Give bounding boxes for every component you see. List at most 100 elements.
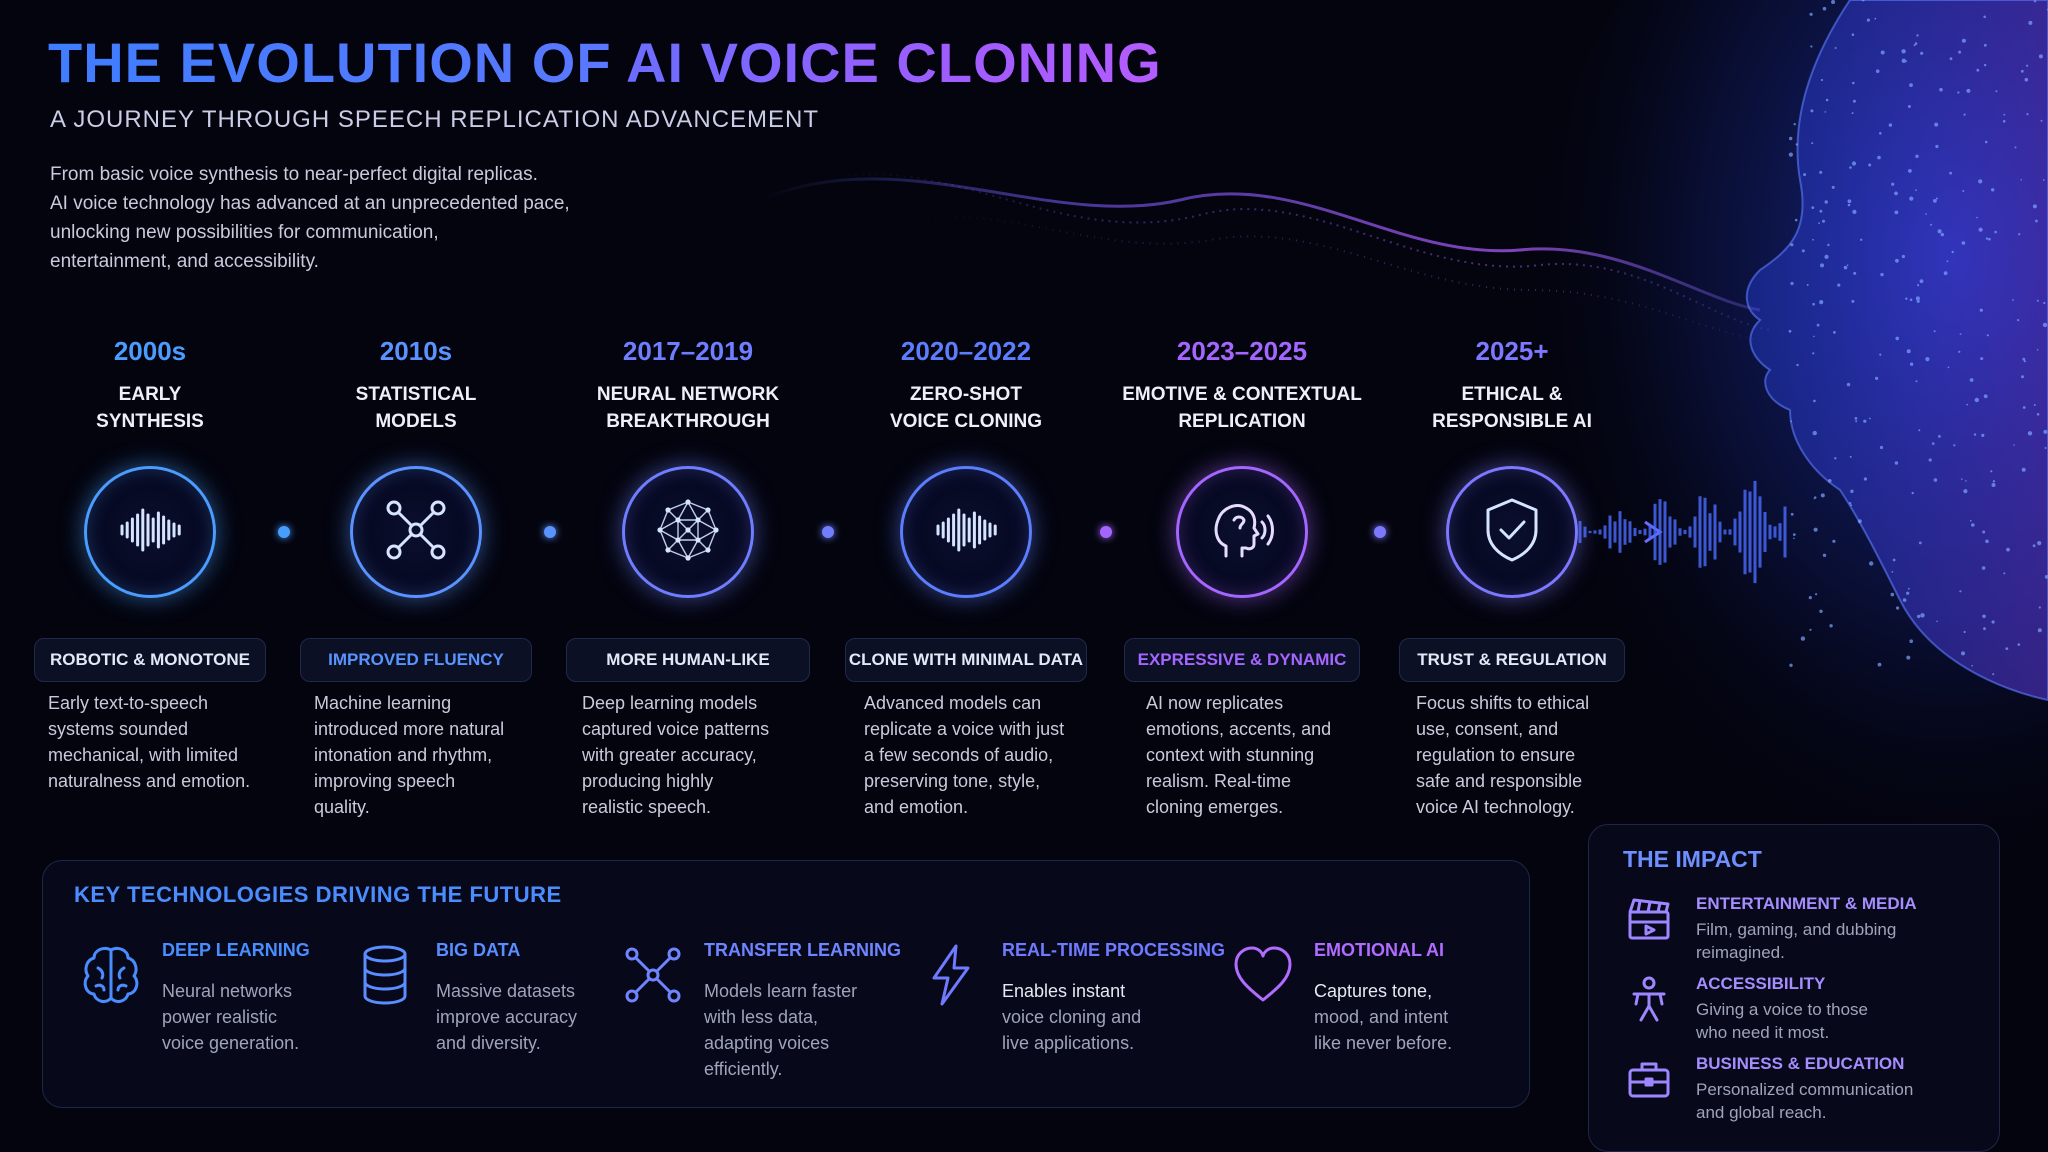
era-description-line: regulation to ensure	[1416, 745, 1576, 765]
era-year: 2023–2025	[1176, 336, 1308, 366]
intro-line: From basic voice synthesis to near-perfe…	[50, 164, 538, 185]
era-description-line: introduced more natural	[314, 719, 505, 739]
shield-check-icon	[1472, 490, 1552, 575]
key-technology-description-line: Models learn faster	[704, 981, 858, 1001]
era-label-line: SYNTHESIS	[96, 411, 204, 432]
key-technology-description-line: and diversity.	[436, 1033, 541, 1053]
era-description-line: captured voice patterns	[582, 719, 770, 739]
title-part-2: AI VOICE CLONING	[626, 31, 1162, 94]
era-description-line: context with stunning	[1146, 745, 1315, 765]
era-description-line: emotions, accents, and	[1146, 719, 1332, 739]
era-label-line: EARLY	[118, 384, 182, 405]
key-technology-description-line: Neural networks	[162, 981, 293, 1001]
timeline-node	[84, 466, 216, 598]
era-description-line: safe and responsible	[1416, 771, 1583, 791]
impact-item-description-line: who need it most.	[1696, 1023, 1830, 1042]
era-year: 2000s	[113, 336, 187, 366]
title-part-1: THE EVOLUTION OF	[48, 31, 612, 94]
key-technology-description-line: efficiently.	[704, 1059, 783, 1079]
key-technology-description-line: adapting voices	[704, 1033, 830, 1053]
era-label-line: MODELS	[375, 411, 457, 432]
brain-icon	[76, 940, 146, 1010]
person-icon	[1624, 974, 1674, 1024]
impact-item-description-line: and global reach.	[1696, 1103, 1827, 1122]
timeline-node	[900, 466, 1032, 598]
era-label-line: ZERO-SHOT	[910, 384, 1022, 405]
key-technologies-title: KEY TECHNOLOGIES DRIVING THE FUTURE	[74, 882, 562, 907]
era-description-line: quality.	[314, 797, 370, 817]
key-technology-description-line: power realistic	[162, 1007, 278, 1027]
impact-item-description-line: Giving a voice to those	[1696, 1000, 1868, 1019]
waveform-icon	[110, 490, 190, 575]
era-description-line: with greater accuracy,	[582, 745, 757, 765]
intro-line: unlocking new possibilities for communic…	[50, 222, 439, 243]
era-description-line: realism. Real-time	[1146, 771, 1292, 791]
era-label-line: EMOTIVE & CONTEXTUAL	[1122, 384, 1362, 405]
impact-item-title: ENTERTAINMENT & MEDIA	[1696, 894, 1917, 913]
neural-mesh-icon	[648, 490, 728, 575]
era-description-line: preserving tone, style,	[864, 771, 1041, 791]
key-technology-title: BIG DATA	[436, 940, 521, 960]
key-technology-description-line: live applications.	[1002, 1033, 1135, 1053]
page-title: THE EVOLUTION OF AI VOICE CLONING	[48, 30, 1162, 95]
intro-line: entertainment, and accessibility.	[50, 251, 319, 272]
key-technology-description-line: improve accuracy	[436, 1007, 578, 1027]
era-description-line: and emotion.	[864, 797, 969, 817]
clapperboard-icon	[1624, 894, 1674, 944]
key-technology-title: EMOTIONAL AI	[1314, 940, 1444, 960]
impact-item: BUSINESS & EDUCATION Personalized communi…	[1624, 1054, 1984, 1124]
era-badge: MORE HUMAN-LIKE	[566, 638, 810, 682]
era-description-line: use, consent, and	[1416, 719, 1559, 739]
era-badge: EXPRESSIVE & DYNAMIC	[1124, 638, 1360, 682]
era-description-line: systems sounded	[48, 719, 189, 739]
era-badge: CLONE WITH MINIMAL DATA	[845, 638, 1087, 682]
impact-item-title: BUSINESS & EDUCATION	[1696, 1054, 1905, 1073]
era-year: 2025+	[1475, 336, 1549, 366]
era-label: EARLY SYNTHESIS	[10, 381, 290, 435]
key-technology-description-line: Captures tone,	[1314, 981, 1433, 1001]
timeline-node	[622, 466, 754, 598]
era-badge: IMPROVED FLUENCY	[300, 638, 532, 682]
speaking-head-icon	[1202, 490, 1282, 575]
era-badge: ROBOTIC & MONOTONE	[34, 638, 266, 682]
page-subtitle: A JOURNEY THROUGH SPEECH REPLICATION ADV…	[50, 106, 820, 133]
era-description-line: replicate a voice with just	[864, 719, 1065, 739]
era-label-line: RESPONSIBLE AI	[1432, 411, 1592, 432]
timeline-node	[350, 466, 482, 598]
impact-item-description-line: reimagined.	[1696, 943, 1785, 962]
intro-paragraph: From basic voice synthesis to near-perfe…	[50, 160, 610, 276]
era-description-line: Deep learning models	[582, 693, 758, 713]
era-label-line: NEURAL NETWORK	[596, 384, 780, 405]
key-technology-title: REAL-TIME PROCESSING	[1002, 940, 1226, 960]
network-nodes-icon	[376, 490, 456, 575]
timeline-era: 2025+ETHICAL &RESPONSIBLE AI	[1372, 336, 1652, 435]
impact-item: ACCESSIBILITY Giving a voice to those who …	[1624, 974, 1984, 1044]
waveform-icon	[926, 490, 1006, 575]
database-icon	[350, 940, 420, 1010]
impact-item-description: Giving a voice to those who need it most.	[1696, 998, 1868, 1044]
era-description: Deep learning models captured voice patte…	[582, 690, 769, 820]
era-description-line: realistic speech.	[582, 797, 712, 817]
era-label-line: BREAKTHROUGH	[606, 411, 770, 432]
heart-icon	[1228, 940, 1298, 1010]
era-label: NEURAL NETWORK BREAKTHROUGH	[548, 381, 828, 435]
key-technology-title: TRANSFER LEARNING	[704, 940, 901, 960]
impact-item-title: ACCESSIBILITY	[1696, 974, 1826, 993]
key-technology-title: DEEP LEARNING	[162, 940, 310, 960]
era-description-line: improving speech	[314, 771, 456, 791]
